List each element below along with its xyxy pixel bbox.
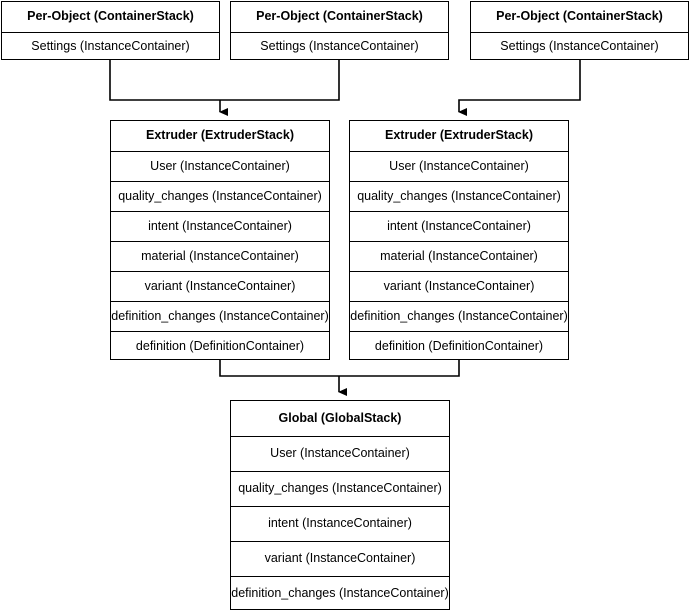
node-per-object-2-header: Per-Object (ContainerStack) [256,8,423,23]
node-extruder-1-header: Extruder (ExtruderStack) [146,128,294,143]
node-extruder-2-row-definition: definition (DefinitionContainer) [350,331,568,361]
node-global-header: Global (GlobalStack) [278,410,402,425]
edge-extruder1-extruder2-bracket [219,360,460,377]
node-extruder-1-row-quality-changes: quality_changes (InstanceContainer) [111,181,329,211]
node-extruder-1-row-intent: intent (InstanceContainer) [111,211,329,241]
node-extruder-2-row-material: material (InstanceContainer) [350,241,568,271]
node-extruder-1[interactable]: Extruder (ExtruderStack) User (InstanceC… [110,120,330,360]
edge-perobject3-to-extruder-2 [458,60,581,116]
node-per-object-2[interactable]: Per-Object (ContainerStack) Settings (In… [230,1,449,60]
node-extruder-1-row-material: material (InstanceContainer) [111,241,329,271]
edge-perobject1-perobject2-bracket [109,60,340,101]
node-extruder-1-row-variant: variant (InstanceContainer) [111,271,329,301]
node-extruder-2-row-variant: variant (InstanceContainer) [350,271,568,301]
node-extruder-2-row-user: User (InstanceContainer) [350,151,568,181]
node-global-row-user: User (InstanceContainer) [231,436,449,471]
node-global-row-definition-changes: definition_changes (InstanceContainer) [231,576,449,611]
node-global-row-quality-changes: quality_changes (InstanceContainer) [231,471,449,506]
node-per-object-3-header: Per-Object (ContainerStack) [496,8,663,23]
node-per-object-3-row-settings: Settings (InstanceContainer) [471,31,688,62]
node-extruder-1-row-definition-changes: definition_changes (InstanceContainer) [111,301,329,331]
node-extruder-1-row-definition: definition (DefinitionContainer) [111,331,329,361]
node-extruder-2-row-intent: intent (InstanceContainer) [350,211,568,241]
node-global[interactable]: Global (GlobalStack) User (InstanceConta… [230,400,450,610]
node-per-object-1-header: Per-Object (ContainerStack) [27,8,194,23]
node-global-row-intent: intent (InstanceContainer) [231,506,449,541]
node-extruder-2-row-quality-changes: quality_changes (InstanceContainer) [350,181,568,211]
node-extruder-2[interactable]: Extruder (ExtruderStack) User (InstanceC… [349,120,569,360]
node-extruder-1-row-user: User (InstanceContainer) [111,151,329,181]
node-per-object-2-row-settings: Settings (InstanceContainer) [231,31,448,62]
node-global-row-variant: variant (InstanceContainer) [231,541,449,576]
node-per-object-3[interactable]: Per-Object (ContainerStack) Settings (In… [470,1,689,60]
node-per-object-1-row-settings: Settings (InstanceContainer) [2,31,219,62]
node-per-object-1[interactable]: Per-Object (ContainerStack) Settings (In… [1,1,220,60]
node-extruder-2-row-definition-changes: definition_changes (InstanceContainer) [350,301,568,331]
node-extruder-2-header: Extruder (ExtruderStack) [385,128,533,143]
